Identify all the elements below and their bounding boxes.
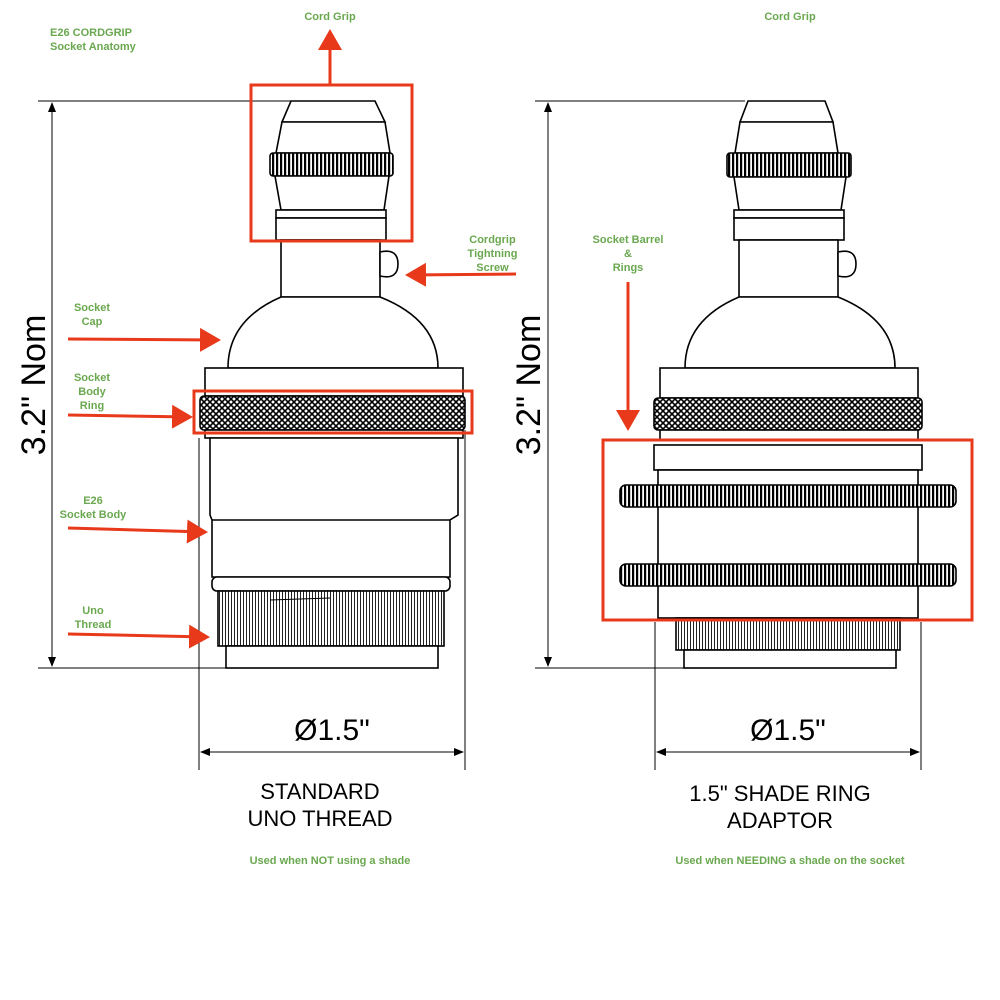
right-height-dimension: 3.2" Nom xyxy=(510,314,548,456)
right-dimensions xyxy=(535,100,922,770)
left-cordgrip-tip xyxy=(280,100,387,123)
barrel-label-line: & xyxy=(624,248,632,260)
right-caption-line: 1.5" SHADE RING xyxy=(689,781,871,806)
left-width-dimension: Ø1.5" xyxy=(294,714,370,747)
barrel-label-line: Rings xyxy=(612,262,644,274)
right-barrel-top xyxy=(653,444,923,471)
right-screw xyxy=(837,250,857,278)
left-cordgrip-highlight xyxy=(249,83,414,243)
left-base xyxy=(225,645,439,669)
left-ring-highlight xyxy=(192,389,474,435)
uno-thread-label: Uno Thread xyxy=(63,604,123,632)
right-shade-ring-2 xyxy=(619,563,957,587)
left-caption-line: UNO THREAD xyxy=(247,806,393,831)
right-usage-note: Used when NEEDING a shade on the socket xyxy=(675,855,905,867)
left-cordgrip-cone xyxy=(275,121,391,154)
right-caption-line: ADAPTOR xyxy=(727,808,833,833)
right-socket-drawing xyxy=(619,100,957,669)
right-cordgrip-base xyxy=(733,209,845,219)
right-shade-ring-1 xyxy=(619,484,957,508)
right-thread xyxy=(675,617,901,651)
left-cordgrip-base xyxy=(275,209,387,219)
left-socket-body xyxy=(209,437,459,578)
left-body-lip xyxy=(211,576,451,592)
right-body-ring-knurl xyxy=(653,397,923,431)
ring-label-line: Socket xyxy=(73,372,111,384)
right-cordgrip-lower xyxy=(733,176,847,211)
left-cordgrip-collar xyxy=(275,217,387,241)
title-line-1: E26 CORDGRIP xyxy=(50,27,132,39)
cordgrip-screw-label: Cordgrip Tightning Screw xyxy=(450,233,535,275)
left-screw xyxy=(379,250,399,278)
left-socket-cap xyxy=(227,296,439,369)
right-cordgrip-label: Cord Grip xyxy=(764,11,816,23)
right-cordgrip-tip xyxy=(738,100,835,123)
left-usage-note: Used when NOT using a shade xyxy=(249,855,411,867)
body-label-line: E26 xyxy=(83,495,103,507)
body-label-line: Socket Body xyxy=(59,509,127,521)
left-uno-thread xyxy=(217,590,445,647)
left-caption: STANDARD UNO THREAD xyxy=(200,778,440,832)
socket-cap-label: Socket Cap xyxy=(62,301,122,329)
right-caption: 1.5" SHADE RING ADAPTOR xyxy=(650,780,910,834)
right-neck xyxy=(738,239,839,298)
right-cordgrip-cone xyxy=(734,121,839,154)
right-socket-cap xyxy=(684,296,896,369)
cap-label-line: Cap xyxy=(81,316,103,328)
left-cordgrip-label: Cord Grip xyxy=(304,11,356,23)
left-caption-line: STANDARD xyxy=(260,779,380,804)
left-neck xyxy=(280,239,381,298)
screw-label-line: Screw xyxy=(476,262,509,274)
socket-body-ring-label: Socket Body Ring xyxy=(62,371,122,413)
e26-socket-body-label: E26 Socket Body xyxy=(52,494,134,522)
left-cordgrip-lower xyxy=(274,175,390,211)
right-cordgrip-collar xyxy=(733,217,845,241)
left-callouts xyxy=(67,29,517,649)
screw-label-line: Tightning xyxy=(467,248,518,260)
left-socket-drawing xyxy=(199,100,466,669)
ring-label-line: Ring xyxy=(79,400,105,412)
diagram-title: E26 CORDGRIP Socket Anatomy xyxy=(50,26,136,54)
left-cordgrip-knurl xyxy=(269,152,394,177)
left-height-dimension: 3.2" Nom xyxy=(15,314,53,456)
title-line-2: Socket Anatomy xyxy=(50,41,136,53)
left-dimensions xyxy=(38,100,466,770)
socket-barrel-rings-label: Socket Barrel & Rings xyxy=(580,233,676,275)
screw-label-line: Cordgrip xyxy=(469,234,516,246)
barrel-label-line: Socket Barrel xyxy=(592,234,664,246)
right-cordgrip-knurl xyxy=(726,152,852,178)
right-body-ring-top xyxy=(659,367,919,399)
left-body-ring-knurl xyxy=(199,395,466,431)
right-width-dimension: Ø1.5" xyxy=(750,714,826,747)
ring-label-line: Body xyxy=(78,386,106,398)
right-barrel-highlight xyxy=(601,438,974,622)
right-base xyxy=(683,649,897,669)
cap-label-line: Socket xyxy=(73,302,111,314)
thread-label-line: Thread xyxy=(74,619,112,631)
right-callouts xyxy=(601,282,974,622)
thread-label-line: Uno xyxy=(82,605,104,617)
